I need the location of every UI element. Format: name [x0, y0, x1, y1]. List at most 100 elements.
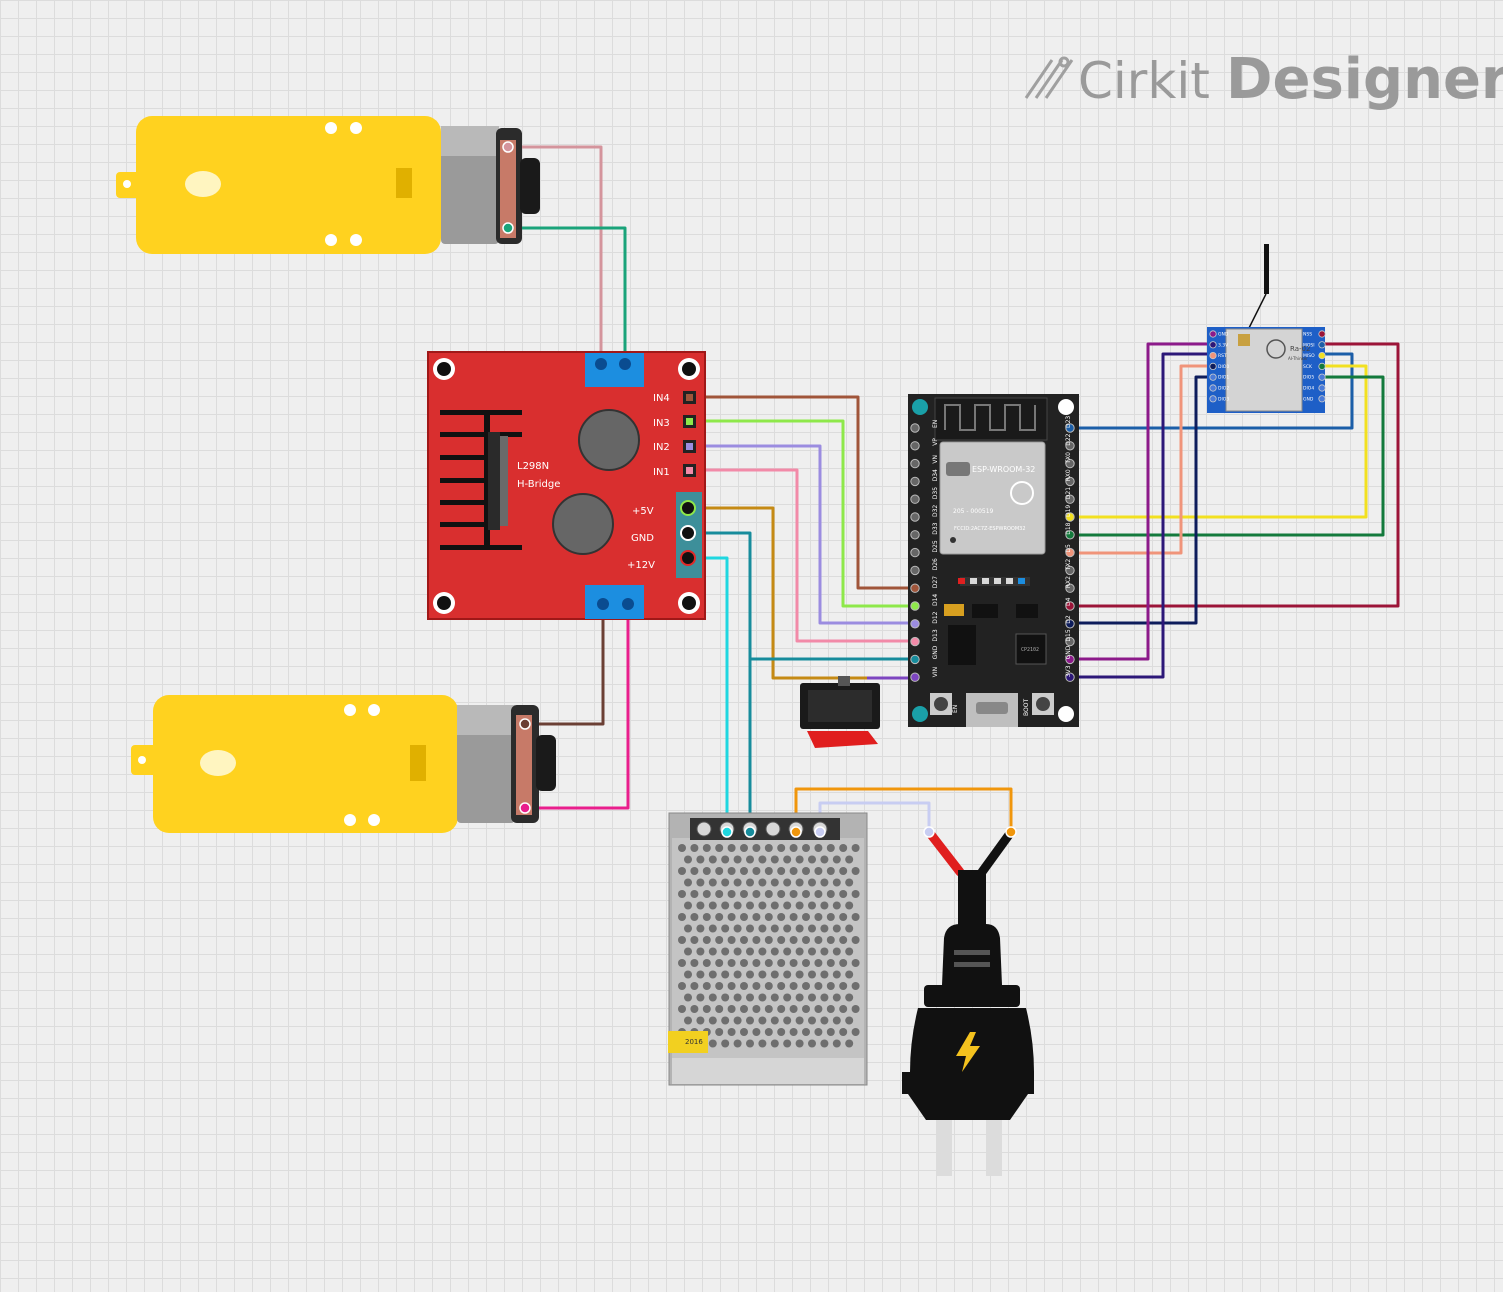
esp-pin-d19[interactable] — [1065, 512, 1075, 522]
esp-pin-d5[interactable] — [1065, 547, 1075, 558]
vent-hole — [845, 947, 854, 956]
lora-pin-dio0[interactable] — [1209, 362, 1217, 370]
vent-hole — [740, 1005, 748, 1013]
lora-ra02-module[interactable]: Ra-02 AI-Thinker GND3.3VRSTDIO0DIO1DIO2D… — [1207, 244, 1326, 413]
wire-in2-d12[interactable] — [690, 444, 915, 625]
esp-pin-d14[interactable] — [910, 601, 920, 611]
vent-hole — [820, 1016, 829, 1025]
vent-hole — [715, 867, 724, 875]
esp-pin-d2[interactable] — [1065, 619, 1075, 629]
wire-psu-live[interactable] — [794, 787, 1013, 832]
wire-d18-sck[interactable] — [1070, 375, 1385, 537]
vent-hole — [795, 924, 804, 933]
lora-pin-sck[interactable] — [1318, 362, 1326, 370]
vent-hole — [708, 993, 717, 1002]
esp-pin-rx0[interactable] — [1065, 476, 1075, 487]
esp-cert: 205 - 000519 — [953, 508, 994, 515]
vent-hole — [708, 901, 717, 910]
wire-motor1-a[interactable] — [508, 145, 603, 362]
wire-gnd-esp[interactable] — [688, 531, 915, 661]
wire-motor2-b[interactable] — [525, 604, 630, 810]
lora-pin-dio4[interactable] — [1318, 384, 1326, 392]
lora-pin-gnd[interactable] — [1318, 395, 1326, 403]
esp-pin-d33[interactable] — [910, 530, 920, 540]
esp-pin-gnd[interactable] — [910, 654, 920, 665]
vent-hole — [740, 1028, 748, 1036]
esp-pin-rx2[interactable] — [1065, 583, 1075, 593]
vent-hole — [808, 855, 816, 864]
wire-d23-mosi[interactable] — [1070, 352, 1354, 430]
lora-pin-dio1[interactable] — [1209, 373, 1217, 381]
l298n-h-bridge[interactable]: L298N H-Bridge IN4 IN3 IN2 IN1 — [427, 351, 706, 620]
vent-hole — [678, 913, 686, 921]
wire-gnd-lora[interactable] — [1070, 342, 1213, 661]
lora-pin-dio5[interactable] — [1318, 373, 1326, 381]
ac-power-plug[interactable] — [902, 826, 1034, 1176]
wire-5v-switch[interactable] — [688, 506, 867, 680]
wire-motor2-a[interactable] — [525, 604, 605, 726]
esp-pin-tx2[interactable] — [1065, 565, 1075, 576]
wire-3v3-lora[interactable] — [1070, 352, 1213, 679]
esp-pin-vin[interactable] — [910, 672, 920, 682]
vent-hole — [690, 913, 699, 921]
esp-pin-d12[interactable] — [910, 619, 920, 629]
esp-pin-en[interactable] — [910, 423, 920, 433]
lora-pin-dio3[interactable] — [1209, 395, 1217, 403]
vent-hole — [752, 1028, 761, 1036]
esp-pin-3v3[interactable] — [1065, 672, 1075, 682]
lora-pin-miso[interactable] — [1318, 351, 1326, 360]
wire-motor1-b[interactable] — [508, 226, 627, 362]
vent-hole — [789, 1028, 798, 1036]
esp-pin-tx0[interactable] — [1065, 458, 1075, 469]
esp32-devkit[interactable]: ESP-WROOM-32 205 - 000519 FCCID:2AC7Z-ES… — [908, 394, 1079, 727]
esp-pin-d21[interactable] — [1065, 494, 1075, 504]
wire-in3-d14[interactable] — [690, 419, 915, 608]
esp-pin-d23[interactable] — [1065, 423, 1075, 433]
vent-hole — [678, 867, 686, 875]
wire-in4-d27[interactable] — [690, 395, 915, 590]
esp-pin-d27[interactable] — [910, 583, 920, 593]
vent-hole — [764, 1028, 773, 1036]
esp-pin-gnd[interactable] — [1065, 654, 1075, 665]
wire-d2-dio0[interactable] — [1070, 375, 1213, 625]
vent-hole — [808, 993, 816, 1002]
esp-pin-vp[interactable] — [910, 441, 920, 451]
lora-pin-nss[interactable] — [1318, 330, 1326, 338]
vent-hole — [820, 901, 829, 910]
lora-pin-rst[interactable] — [1209, 351, 1217, 360]
dc-motor-1[interactable] — [116, 116, 540, 254]
vent-hole — [684, 993, 692, 1002]
wire-d5-rst[interactable] — [1070, 364, 1213, 555]
wire-d4-nss[interactable] — [1070, 342, 1400, 608]
lora-pin-mosi[interactable] — [1318, 341, 1326, 349]
lora-pin-gnd[interactable] — [1209, 330, 1217, 338]
esp-pin-d4[interactable] — [1065, 601, 1075, 611]
dc-motor-2[interactable] — [131, 695, 556, 833]
esp-pin-d25[interactable] — [910, 547, 920, 558]
lora-pin-3.3v[interactable] — [1209, 341, 1217, 349]
esp-pin-d22[interactable] — [1065, 441, 1075, 451]
power-supply-unit[interactable]: 2016 — [668, 812, 868, 1086]
vent-hole — [777, 982, 786, 990]
rocker-switch[interactable] — [800, 676, 880, 748]
vent-hole — [770, 947, 779, 956]
esp-pin-d15[interactable] — [1065, 636, 1075, 647]
esp-pin-label: D33 — [932, 522, 939, 534]
vent-hole — [770, 1039, 779, 1048]
wire-in1-d13[interactable] — [690, 468, 915, 643]
esp-pin-vn[interactable] — [910, 458, 920, 469]
vent-hole — [727, 844, 736, 852]
capacitor-2 — [552, 493, 614, 555]
wire-d19-miso[interactable] — [1070, 364, 1368, 519]
vent-hole — [845, 924, 854, 933]
input-header: IN4 IN3 IN2 IN1 — [653, 391, 696, 478]
vent-hole — [764, 936, 773, 944]
esp-pin-d18[interactable] — [1065, 530, 1075, 540]
vent-hole — [721, 1016, 730, 1025]
esp-pin-d34[interactable] — [910, 476, 920, 487]
esp-pin-d32[interactable] — [910, 512, 920, 522]
lora-pin-dio2[interactable] — [1209, 384, 1217, 392]
esp-pin-d26[interactable] — [910, 565, 920, 576]
esp-pin-d35[interactable] — [910, 494, 920, 504]
esp-pin-d13[interactable] — [910, 636, 920, 647]
